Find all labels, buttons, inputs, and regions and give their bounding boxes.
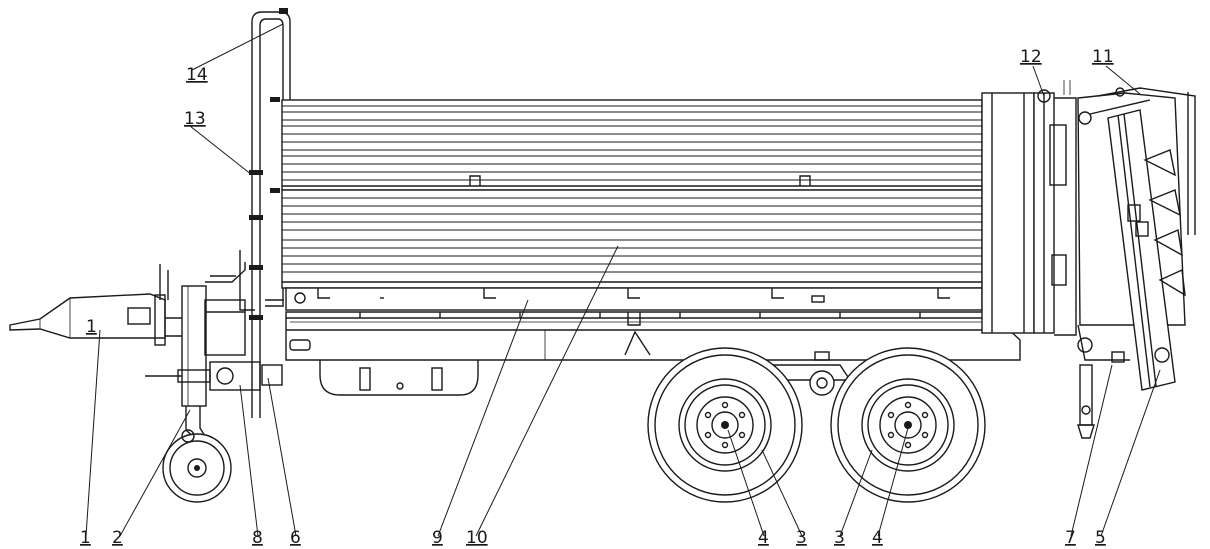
callout-14: 14 <box>186 65 208 85</box>
rear-gate-frame <box>981 80 1077 336</box>
callout-8: 8 <box>252 528 263 548</box>
callout-4-right: 4 <box>872 528 883 548</box>
leader-lines <box>85 23 1161 537</box>
callout-4-left: 4 <box>758 528 769 548</box>
chassis-frame <box>285 311 1021 396</box>
callout-3-right: 3 <box>834 528 845 548</box>
callout-labels: 1 1 2 3 3 4 4 5 6 7 8 9 10 11 12 13 14 <box>80 47 1114 548</box>
callout-6: 6 <box>290 528 301 548</box>
callout-5: 5 <box>1095 528 1106 548</box>
callout-1-top: 1 <box>86 317 97 337</box>
callout-10: 10 <box>466 528 488 548</box>
ladder-rail <box>249 8 291 418</box>
callout-1-bottom: 1 <box>80 528 91 548</box>
hopper-lower-panel <box>281 189 983 289</box>
wheel-rear <box>830 347 986 503</box>
callout-13: 13 <box>184 109 206 129</box>
callout-3-left: 3 <box>796 528 807 548</box>
hopper-upper-panel <box>281 99 983 191</box>
wheel-front <box>647 347 803 503</box>
rear-coupling <box>1077 351 1125 439</box>
side-board <box>285 287 983 311</box>
callout-2: 2 <box>112 528 123 548</box>
beater-assembly <box>1077 87 1196 391</box>
callout-12: 12 <box>1020 47 1042 67</box>
callout-9: 9 <box>432 528 443 548</box>
drawbar <box>9 293 200 346</box>
callout-11: 11 <box>1092 47 1114 67</box>
callout-7: 7 <box>1065 528 1076 548</box>
